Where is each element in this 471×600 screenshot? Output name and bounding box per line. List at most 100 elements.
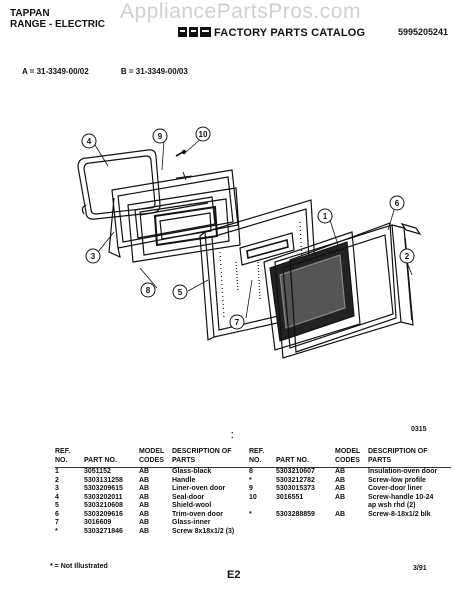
cell-ref-no: 4 (55, 493, 59, 501)
cell-model-code: AB (335, 468, 346, 475)
door-seal-part (77, 149, 161, 220)
cell-description: ap wsh rhd (2) (368, 502, 416, 509)
cell-model-code: AB (335, 493, 346, 501)
col-description: DESCRIPTION OF PARTS (172, 448, 255, 468)
callout-7-label: 7 (235, 318, 240, 327)
page-number: E2 (227, 569, 241, 581)
cell-ref-no: * (249, 510, 252, 518)
manufacturer-logo (178, 27, 211, 37)
cell-ref-no: 10 (249, 493, 257, 501)
insulation-part (289, 222, 397, 353)
cell-description: Screw-low profile (368, 476, 426, 484)
col-ref-no: REF. NO. (249, 448, 276, 468)
catalog-title: FACTORY PARTS CATALOG (214, 27, 366, 39)
col-ref-no: REF. NO. (55, 448, 84, 468)
callout-6-circle (389, 195, 405, 211)
cell-part-no: 3016609 (84, 519, 112, 526)
cell-ref-no: 6 (55, 510, 59, 518)
callout-3-label: 3 (91, 252, 96, 261)
cell-part-no: 5303209616 (84, 510, 123, 518)
callout-7-circle (229, 314, 245, 330)
col-part-no: PART NO. (84, 448, 139, 468)
liner-oven-door-part (127, 187, 241, 263)
cell-part-no: 5303209615 (84, 485, 123, 492)
table-row: 3 5303209615 AB Liner-oven door (55, 485, 255, 494)
model-a: A = 31-3349-00/02 (22, 67, 89, 76)
cell-model-code: AB (139, 485, 150, 492)
callout-5-label: 5 (178, 288, 183, 297)
callout-8-left-label: 8 (146, 286, 151, 295)
cell-part-no: 5303288859 (276, 510, 315, 518)
cell-ref-no: 8 (249, 468, 253, 475)
cell-model-code (335, 502, 368, 511)
table-row: 9 5303015373 AB Cover-door liner (249, 485, 451, 494)
callout-8-left-circle (140, 282, 156, 298)
table-row: 4 5303202011 AB Seal-door (55, 494, 255, 503)
cell-part-no: 5303271846 (84, 527, 123, 535)
cell-model-code: AB (139, 519, 150, 526)
model-legend: A = 31-3349-00/02 B = 31-3349-00/03 (22, 67, 218, 76)
callout-9-circle (152, 128, 168, 144)
cell-description: Shield-wool (172, 502, 212, 509)
callout-6-label: 6 (395, 199, 400, 208)
callout-2-label: 2 (405, 252, 410, 261)
cell-part-no: 5303212782 (276, 476, 315, 484)
cell-part-no: 5303015373 (276, 485, 315, 492)
cell-description: Handle (172, 476, 196, 484)
cell-part-no: 5303210608 (84, 502, 123, 509)
cell-description: Liner-oven door (172, 485, 226, 492)
cell-part-no: 3016551 (276, 493, 304, 501)
table-row: * 5303271846 AB Screw 8x18x1/2 (3) (55, 528, 255, 537)
cell-part-no (276, 502, 335, 511)
callout-1-label: 1 (323, 212, 328, 221)
center-tick-mark: ⁚ (231, 431, 234, 440)
table-row: ap wsh rhd (2) (249, 502, 451, 511)
cell-model-code: AB (335, 510, 346, 518)
cell-ref-no: 2 (55, 476, 59, 484)
col-description: DESCRIPTION OF PARTS (368, 448, 451, 468)
callout-10-circle (195, 126, 211, 142)
cell-ref-no: 5 (55, 502, 59, 509)
callout-5-circle (172, 284, 188, 300)
callout-1-circle (317, 208, 333, 224)
col-model-codes: MODEL CODES (335, 448, 368, 468)
callout-3-circle (85, 248, 101, 264)
callout-9-label: 9 (158, 132, 163, 141)
category-label: RANGE - ELECTRIC (10, 19, 105, 30)
table-header-row: REF. NO. PART NO. MODEL CODES DESCRIPTIO… (55, 448, 255, 468)
table-header-row: REF. NO. PART NO. MODEL CODES DESCRIPTIO… (249, 448, 451, 468)
cell-ref-no: 9 (249, 485, 253, 492)
cell-ref-no (249, 502, 276, 511)
cell-description: Glass-black (172, 468, 212, 475)
callout-10-label: 10 (199, 130, 208, 139)
cell-description: Screw-8-18x1/2 blk (368, 510, 431, 518)
col-part-no: PART NO. (276, 448, 335, 468)
model-b: B = 31-3349-00/03 (120, 67, 188, 76)
catalog-number: 5995205241 (398, 27, 449, 37)
cell-model-code: AB (139, 527, 150, 535)
cell-ref-no: 3 (55, 485, 59, 492)
callout-2-circle (399, 248, 415, 264)
cell-model-code: AB (335, 485, 346, 492)
diagram-code: 0315 (411, 426, 427, 433)
cell-ref-no: * (55, 527, 58, 535)
cell-description: Cover-door liner (368, 485, 423, 492)
cell-description: Seal-door (172, 493, 205, 501)
cell-description: Glass-inner (172, 519, 211, 526)
header-left: TAPPAN RANGE - ELECTRIC (10, 8, 110, 30)
cell-ref-no: 1 (55, 468, 59, 475)
door-liner-part (108, 169, 239, 259)
cell-part-no: 5303202011 (84, 493, 123, 501)
cell-description: Screw 8x18x1/2 (3) (172, 527, 235, 535)
cell-part-no: 3051152 (84, 468, 111, 475)
cell-ref-no: 7 (55, 519, 59, 526)
parts-table-left: REF. NO. PART NO. MODEL CODES DESCRIPTIO… (55, 448, 255, 536)
cell-model-code: AB (139, 493, 150, 501)
